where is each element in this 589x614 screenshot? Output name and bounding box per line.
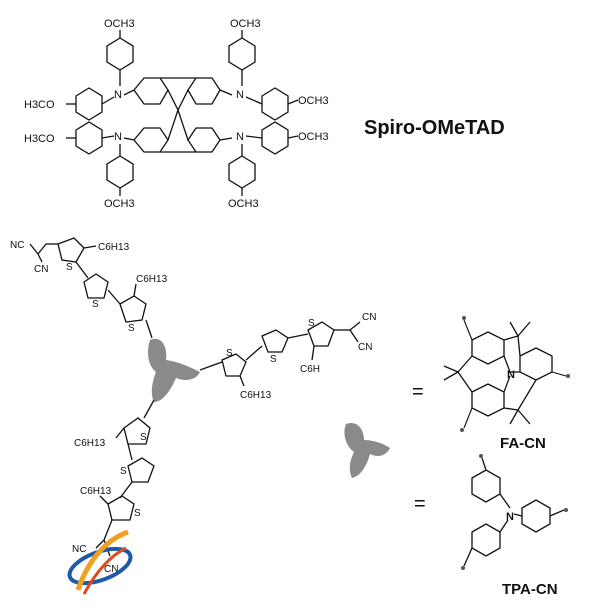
sulfur-label: S <box>128 323 135 334</box>
hexyl-label: C6H <box>300 364 320 375</box>
fa-cn-label: FA-CN <box>500 435 546 452</box>
right-anisyl-ring <box>245 87 299 121</box>
nitrogen-label: N <box>506 511 514 523</box>
hexyl-label: C6H13 <box>98 242 130 253</box>
equals-sign: = <box>412 381 424 403</box>
nitrogen-label: N <box>236 89 244 101</box>
sulfur-label: S <box>120 466 127 477</box>
hexyl-label: C6H13 <box>80 486 112 497</box>
bottom-right-anisyl-ring <box>228 144 256 196</box>
sulfur-label: S <box>92 299 99 310</box>
methoxy-label: H3CO <box>24 133 55 145</box>
spiro-ometad-structure: OCH3 H3CO N OCH3 N <box>24 18 329 210</box>
hexyl-label: C6H13 <box>74 438 106 449</box>
lower-right-anisyl-ring <box>245 121 299 155</box>
cyano-label: CN <box>362 312 376 323</box>
nitrogen-label: N <box>507 369 515 381</box>
top-left-anisyl-ring <box>106 30 134 86</box>
cyano-label: NC <box>10 240 24 251</box>
methoxy-label: OCH3 <box>230 18 261 30</box>
cyano-label: NC <box>72 544 86 555</box>
watermark-logo <box>67 529 133 595</box>
lower-left-anisyl-ring <box>66 121 115 155</box>
sulfur-label: S <box>308 318 315 329</box>
methoxy-label: OCH3 <box>298 131 329 143</box>
hexyl-label: C6H13 <box>240 390 272 401</box>
fa-cn-structure <box>443 316 570 432</box>
bottom-arm <box>95 399 155 557</box>
methoxy-label: OCH3 <box>104 198 135 210</box>
hexyl-label: C6H13 <box>136 274 168 285</box>
tpa-cn-label: TPA-CN <box>502 581 558 598</box>
nitrogen-label: N <box>114 89 122 101</box>
core-symbol <box>344 422 390 478</box>
sulfur-label: S <box>226 348 233 359</box>
central-core-shape <box>148 338 200 402</box>
upper-fluorene <box>123 77 233 111</box>
cyano-label: CN <box>358 342 372 353</box>
methoxy-label: OCH3 <box>104 18 135 30</box>
sulfur-label: S <box>66 262 73 273</box>
lower-fluorene <box>123 109 233 153</box>
star-oligothiophene: NC CN S C6H13 S C6H13 S S S S CN CN C6H1… <box>10 237 376 575</box>
sulfur-label: S <box>270 354 277 365</box>
cyano-label: CN <box>104 564 118 575</box>
methoxy-label: OCH3 <box>298 95 329 107</box>
spiro-ometad-label: Spiro-OMeTAD <box>364 117 505 139</box>
top-right-anisyl-ring <box>228 30 256 86</box>
equals-sign: = <box>414 493 426 515</box>
right-arm <box>199 321 361 387</box>
methoxy-label: OCH3 <box>228 198 259 210</box>
nitrogen-label: N <box>114 131 122 143</box>
top-arm <box>29 237 153 339</box>
left-anisyl-ring <box>66 87 115 121</box>
nitrogen-label: N <box>236 131 244 143</box>
methoxy-label: H3CO <box>24 99 55 111</box>
tpa-cn-structure <box>461 454 568 570</box>
cyano-label: CN <box>34 264 48 275</box>
sulfur-label: S <box>140 432 147 443</box>
bottom-left-anisyl-ring <box>106 144 134 196</box>
sulfur-label: S <box>134 508 141 519</box>
